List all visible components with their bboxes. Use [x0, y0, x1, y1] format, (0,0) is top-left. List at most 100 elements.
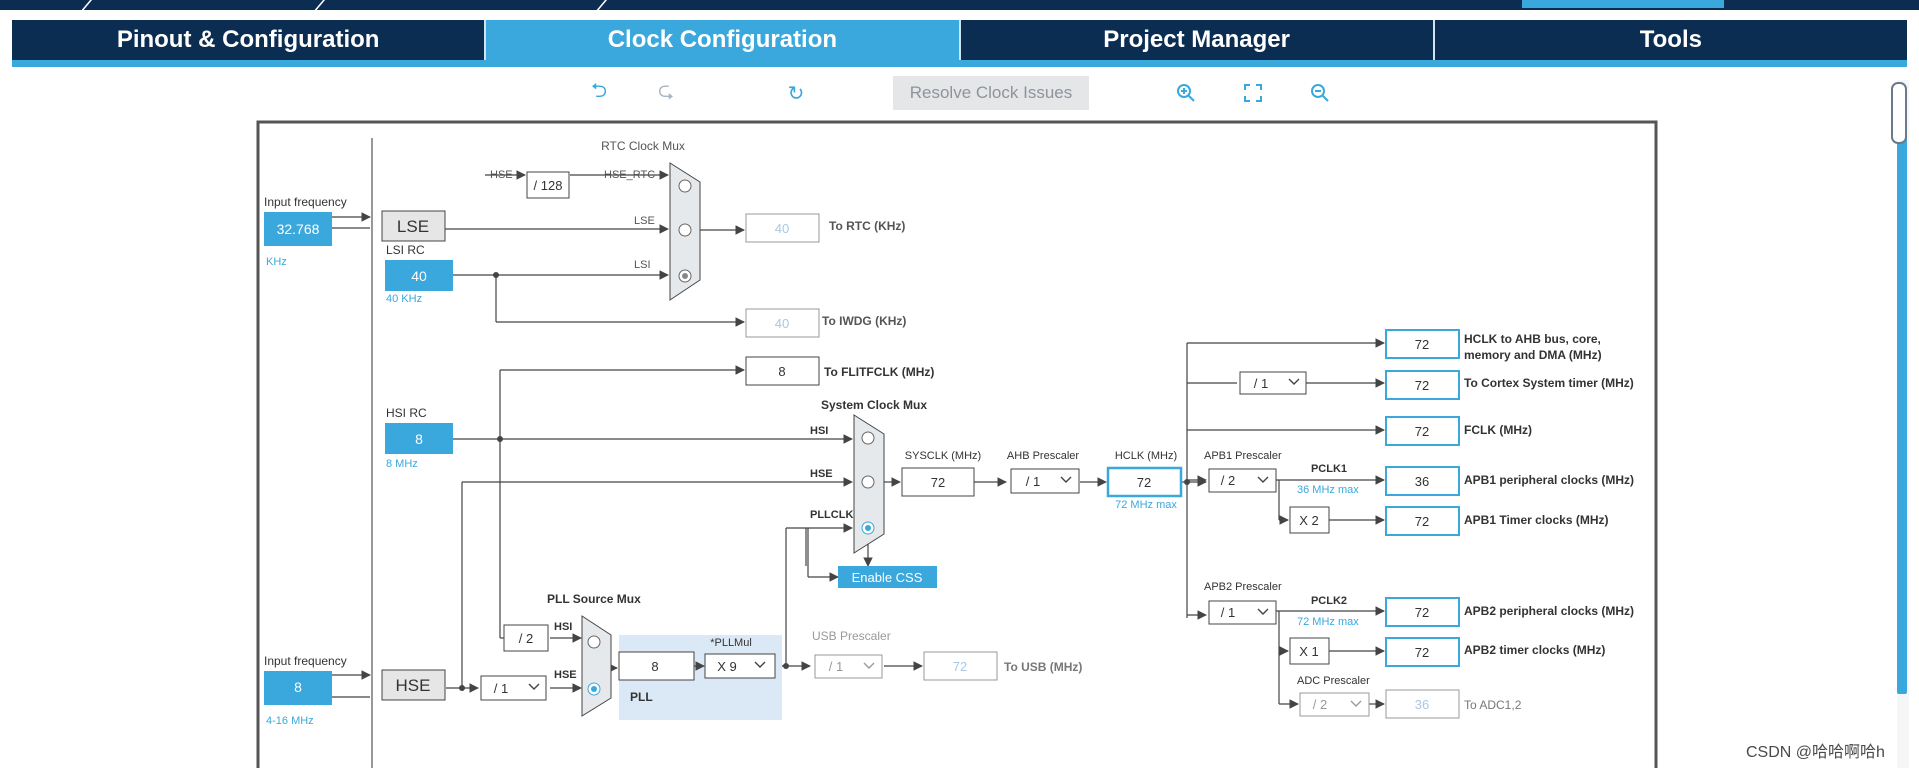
- system-clock-mux-title: System Clock Mux: [821, 398, 927, 412]
- tab-underline: [12, 60, 1907, 67]
- lse-input-label: Input frequency: [264, 195, 347, 209]
- hclk-input[interactable]: [1106, 466, 1183, 498]
- adc-output-value: 36: [1415, 697, 1429, 712]
- pclk1-max: 36 MHz max: [1297, 484, 1359, 496]
- rtc-output-box: [745, 213, 820, 243]
- sysmux-hse-label: HSE: [810, 468, 833, 480]
- rtc-mux-option-hse[interactable]: [678, 179, 692, 193]
- lse-box: [381, 210, 446, 242]
- adc-output-box: [1385, 689, 1460, 719]
- sysmux-hsi-label: HSI: [810, 425, 828, 437]
- sysclk-value-box: [901, 467, 975, 497]
- apb2-peripheral-value: 72: [1415, 605, 1429, 620]
- zoom-out-icon[interactable]: [1307, 80, 1333, 106]
- rtc-mux-option-lse[interactable]: [678, 223, 692, 237]
- main-tabs: Pinout & Configuration Clock Configurati…: [12, 20, 1907, 60]
- cortex-divider-chevron-down-icon: [1288, 378, 1300, 385]
- apb2-prescaler-chevron-down-icon: [1257, 608, 1269, 615]
- apb1-peripheral-output-box: [1385, 466, 1460, 496]
- enable-css-label: Enable CSS: [852, 570, 923, 585]
- cortex-divider-select[interactable]: [1239, 371, 1307, 395]
- flitfclk-output-label: To FLITFCLK (MHz): [824, 365, 934, 379]
- apb2-timer-multiplier-box: [1289, 637, 1330, 665]
- apb1-prescaler-select[interactable]: [1208, 468, 1277, 493]
- zoom-in-icon[interactable]: [1173, 80, 1199, 106]
- top-strip-highlight: [1522, 0, 1724, 8]
- hse-divider-chevron-down-icon: [528, 683, 540, 690]
- enable-css-button[interactable]: [838, 566, 937, 588]
- pclk2-max: 72 MHz max: [1297, 616, 1359, 628]
- iwdg-output-value: 40: [775, 316, 789, 331]
- hse-input-value: 8: [294, 679, 302, 695]
- hclk-max: 72 MHz max: [1115, 499, 1177, 511]
- apb2-prescaler-select[interactable]: [1208, 600, 1277, 625]
- rtc-hse-rtc-label: HSE_RTC: [604, 169, 655, 181]
- pclk1-label: PCLK1: [1311, 463, 1347, 475]
- hse-input-frequency[interactable]: [264, 671, 332, 705]
- pll-src-hse-label: HSE: [554, 669, 577, 681]
- junction-dots: [459, 272, 1190, 691]
- apb2-timer-multiplier: X 1: [1299, 644, 1319, 659]
- hclk-label: HCLK (MHz): [1115, 450, 1177, 462]
- adc-prescaler-select[interactable]: [1299, 692, 1370, 717]
- lse-input-frequency[interactable]: [264, 212, 332, 246]
- lsi-rc-value: 40: [411, 268, 427, 284]
- undo-icon[interactable]: ⮌: [590, 80, 608, 102]
- adc-prescaler-label: ADC Prescaler: [1297, 675, 1370, 687]
- cortex-output-value: 72: [1415, 378, 1429, 393]
- lsi-rc-value-box: [385, 260, 453, 291]
- tab-pinout-configuration[interactable]: Pinout & Configuration: [12, 20, 487, 60]
- pll-input-value: 8: [651, 659, 658, 674]
- cortex-divider-value: / 1: [1254, 376, 1268, 391]
- fclk-output-box: [1385, 416, 1460, 446]
- apb1-timer-multiplier: X 2: [1299, 513, 1319, 528]
- tab-tools[interactable]: Tools: [1434, 20, 1907, 60]
- hsi-div2-box: [503, 624, 549, 652]
- vertical-scrollbar[interactable]: [1891, 80, 1909, 768]
- apb1-timer-multiplier-box: [1289, 506, 1330, 534]
- ahb-output-label-line1: HCLK to AHB bus, core,: [1464, 332, 1601, 346]
- adc-prescaler-chevron-down-icon: [1350, 700, 1362, 707]
- fit-to-window-icon[interactable]: [1240, 80, 1266, 106]
- usb-prescaler-select[interactable]: [814, 654, 883, 679]
- apb1-prescaler-value: / 2: [1221, 473, 1235, 488]
- sysmux-pllclk-label: PLLCLK: [810, 509, 853, 521]
- pll-src-selected-dot: [591, 686, 597, 692]
- pll-mul-value: X 9: [717, 659, 737, 674]
- pll-src-option-hsi[interactable]: [587, 635, 601, 649]
- reset-icon[interactable]: ↻: [787, 82, 805, 105]
- rtc-mux-selected-dot: [682, 273, 688, 279]
- pll-mul-select[interactable]: [704, 653, 776, 679]
- hclk-value: 72: [1137, 475, 1151, 490]
- apb1-peripheral-label: APB1 peripheral clocks (MHz): [1464, 473, 1634, 487]
- usb-output-box: [923, 651, 998, 681]
- apb1-timer-output-box: [1385, 506, 1460, 536]
- rtc-output-label: To RTC (KHz): [829, 219, 905, 233]
- ahb-prescaler-select[interactable]: [1010, 468, 1080, 494]
- adc-output-label: To ADC1,2: [1464, 698, 1522, 712]
- sysmux-option-hse[interactable]: [861, 475, 875, 489]
- apb1-prescaler-chevron-down-icon: [1257, 476, 1269, 483]
- tab-clock-configuration[interactable]: Clock Configuration: [486, 20, 961, 60]
- usb-output-value: 72: [953, 659, 967, 674]
- rtc-output-value: 40: [775, 221, 789, 236]
- scrollbar-thumb[interactable]: [1897, 118, 1907, 694]
- hsi-rc-unit: 8 MHz: [386, 458, 418, 470]
- hsi-div2: / 2: [519, 631, 533, 646]
- sysmux-option-hsi[interactable]: [861, 431, 875, 445]
- apb2-timer-output-box: [1385, 637, 1460, 667]
- tab-project-manager[interactable]: Project Manager: [960, 20, 1435, 60]
- sysclk-value: 72: [931, 475, 945, 490]
- rtc-lse-label: LSE: [634, 215, 655, 227]
- hse-divider-select[interactable]: [480, 675, 547, 701]
- lsi-rc-unit: 40 KHz: [386, 293, 422, 305]
- hse-box: [381, 669, 446, 701]
- apb2-peripheral-label: APB2 peripheral clocks (MHz): [1464, 604, 1634, 618]
- hse-divider-value: / 1: [494, 681, 508, 696]
- lsi-rc-label: LSI RC: [386, 243, 425, 257]
- resolve-clock-issues-button[interactable]: Resolve Clock Issues: [893, 76, 1089, 110]
- scrollbar-handle[interactable]: [1891, 82, 1907, 144]
- iwdg-output-box: [745, 308, 820, 338]
- redo-icon[interactable]: ⮎: [657, 80, 675, 102]
